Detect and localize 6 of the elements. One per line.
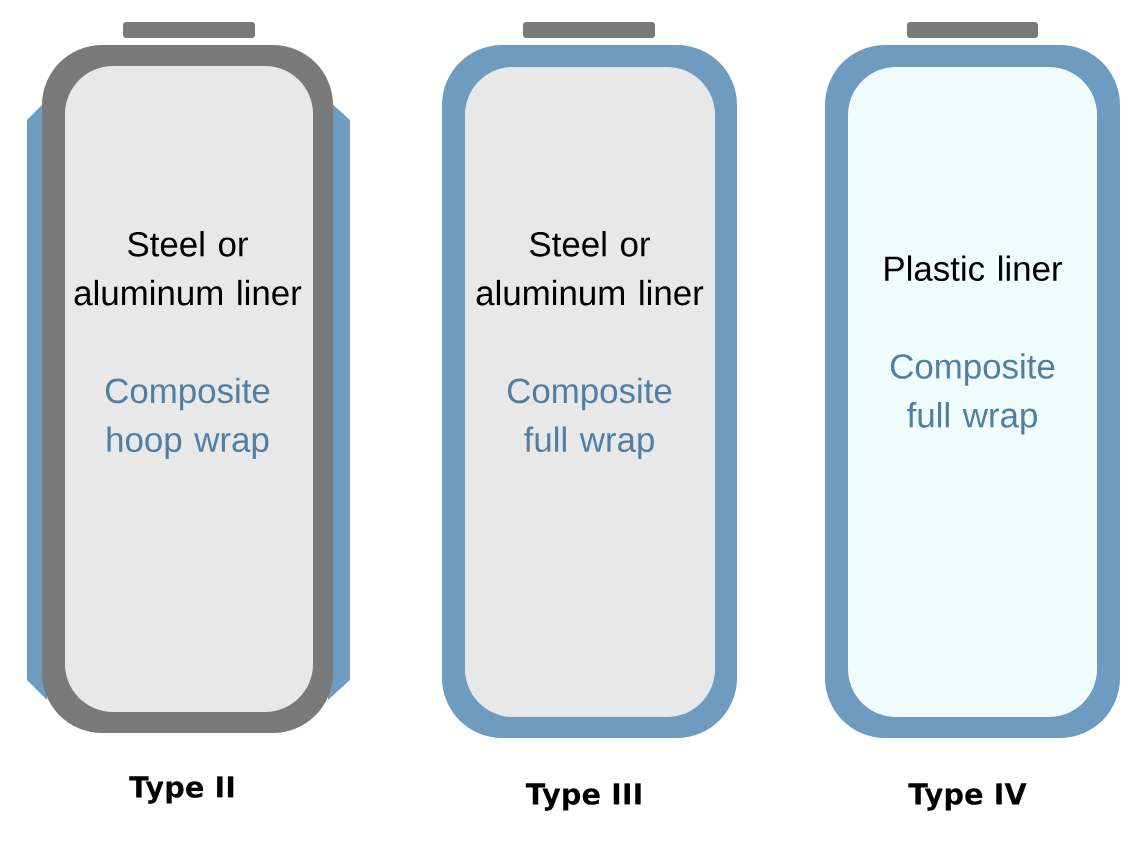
type-label: Type III <box>525 783 641 811</box>
tank-drawing: Plastic liner Composite full wrap <box>825 22 1120 738</box>
type-label: Type II <box>129 776 234 804</box>
tank-drawing: Steel or aluminum liner Composite hoop wrap <box>27 22 350 733</box>
type-label: Type IV <box>908 783 1027 811</box>
tank-drawing: Steel or aluminum liner Composite full wrap <box>442 22 737 738</box>
